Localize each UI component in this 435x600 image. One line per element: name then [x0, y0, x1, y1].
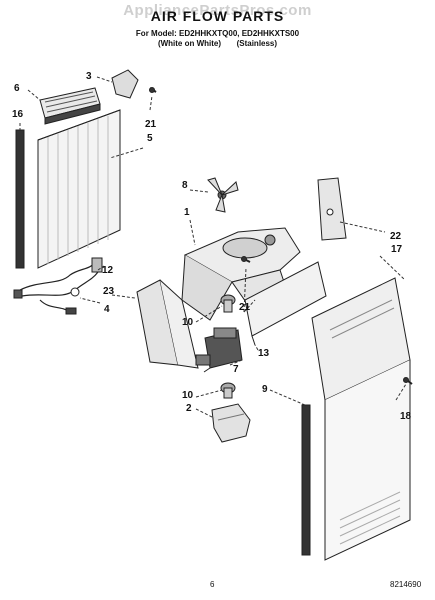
part-8-fan-blade: [207, 177, 239, 213]
part-6-grille: [39, 87, 101, 125]
part-22-back-plate: [317, 177, 347, 241]
diagram-id: 8214690: [390, 580, 422, 589]
part-17-duct-cover: [311, 277, 411, 561]
part-5-liner-panel: [37, 109, 121, 269]
part-10-bushing-lower: [220, 382, 236, 399]
part-4-wire-harness: [13, 257, 103, 315]
part-18-screw: [403, 377, 413, 385]
callout-5: 5: [147, 133, 153, 144]
model-line: For Model: ED2HHKXTQ00, ED2HHKXTS00: [135, 29, 300, 38]
diagram-title: AIR FLOW PARTS: [150, 8, 285, 24]
callout-8: 8: [182, 180, 188, 191]
callout-1: 1: [184, 207, 190, 218]
callout-10-lower: 10: [182, 390, 194, 401]
part-2-bracket: [211, 403, 251, 443]
callout-21-lower: 21: [239, 302, 251, 313]
part-13-cover-plate: [244, 261, 327, 346]
callout-2: 2: [186, 403, 192, 414]
callout-9: 9: [262, 384, 268, 395]
callout-16: 16: [12, 109, 24, 120]
callout-13: 13: [258, 348, 270, 359]
callout-10-upper: 10: [182, 317, 194, 328]
callout-17: 17: [391, 244, 403, 255]
page-number: 6: [210, 580, 215, 589]
part-3-cover: [111, 69, 157, 99]
callout-23: 23: [103, 286, 115, 297]
part-9-strip: [301, 404, 311, 556]
part-10-bushing-upper: [220, 294, 236, 313]
callout-4: 4: [104, 304, 110, 315]
callout-3: 3: [86, 71, 92, 82]
callout-22: 22: [390, 231, 402, 242]
leader-lines: [19, 76, 407, 419]
part-7-motor: [195, 327, 243, 373]
callout-21-upper: 21: [145, 119, 157, 130]
callout-12: 12: [102, 265, 114, 276]
finish-line: (White on White) (Stainless): [157, 39, 278, 48]
watermark-text: AppliancePartsPros.com: [123, 2, 312, 19]
part-23-duct: [136, 279, 199, 369]
part-16-strip: [15, 129, 25, 269]
callout-18: 18: [400, 411, 412, 422]
callout-6: 6: [14, 83, 20, 94]
part-21-screw: [241, 256, 251, 263]
callout-7: 7: [233, 364, 239, 375]
